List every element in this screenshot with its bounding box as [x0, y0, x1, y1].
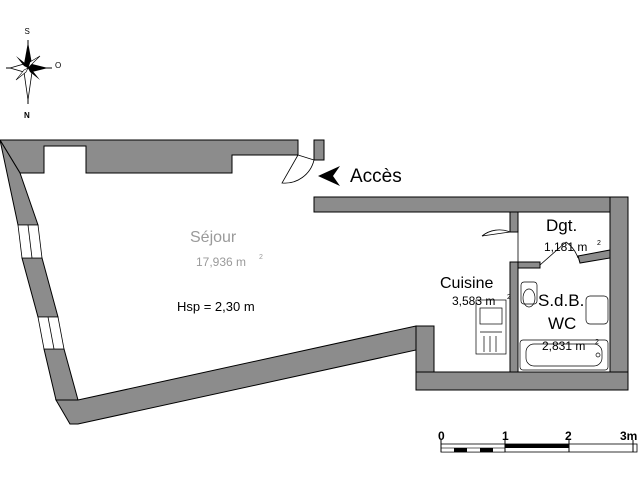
wall-bottom-diagonal: [55, 325, 417, 425]
room-dgt-area-exp: 2: [597, 240, 601, 247]
scale-label-1: 1: [502, 429, 509, 443]
kitchen-door: [481, 229, 519, 262]
wall-dgt-left: [517, 261, 541, 269]
toilet-tank: [520, 281, 538, 305]
wall-sejour-right-bottom: [415, 325, 435, 373]
entrance-door: [281, 154, 315, 184]
scale-bar: 0 1 2 3m: [438, 429, 638, 453]
wall-partition-top: [509, 211, 519, 233]
room-cuisine-area: 3,583 m: [452, 294, 495, 308]
kitchen-counter: [475, 299, 507, 355]
room-sdb-name-1: S.d.B.: [538, 291, 584, 310]
wall-dgt-right: [577, 249, 611, 264]
room-sdb: S.d.B. WC 2,831 m 2: [538, 291, 599, 353]
room-sejour-area: 17,936 m: [196, 255, 246, 269]
room-sdb-area: 2,831 m: [542, 339, 585, 353]
room-dgt: Dgt. 1,181 m 2: [544, 216, 601, 254]
entrance-arrow-icon: [318, 166, 340, 186]
wall-top-left: [0, 139, 299, 174]
wall-bottom-right: [415, 371, 629, 391]
room-sejour: Séjour 17,936 m 2 Hsp = 2,30 m: [177, 229, 263, 314]
washbasin: [585, 295, 609, 325]
bath-door: [539, 241, 579, 266]
room-sdb-name-2: WC: [548, 314, 576, 333]
wall-entrance-right: [313, 139, 325, 161]
bath-fixtures: [519, 281, 609, 371]
scale-label-2: 2: [565, 429, 572, 443]
room-cuisine-area-exp: 2: [507, 294, 511, 301]
wall-left-3: [43, 348, 79, 401]
walls: [0, 139, 629, 425]
compass-label-n: N: [24, 111, 30, 120]
scale-label-3: 3m: [620, 429, 637, 443]
room-sejour-name: Séjour: [190, 229, 237, 246]
wall-left-2: [21, 257, 59, 318]
entrance-label: Accès: [350, 166, 402, 187]
room-sdb-area-exp: 2: [595, 339, 599, 346]
room-cuisine: Cuisine 3,583 m 2: [440, 275, 511, 308]
wall-partition-cuisine-sdb: [509, 261, 519, 373]
compass-rose: S O N: [6, 27, 61, 120]
wall-top-right: [313, 196, 617, 213]
compass-label-o: O: [55, 61, 61, 70]
room-sejour-area-exp: 2: [259, 254, 263, 261]
windows: [17, 224, 65, 350]
bathtub: [519, 339, 609, 371]
kitchen-fixtures: [475, 299, 507, 355]
room-dgt-name: Dgt.: [546, 216, 577, 235]
wall-right: [609, 196, 629, 391]
compass-point-s: [24, 42, 32, 68]
scale-label-0: 0: [438, 429, 445, 443]
kitchen-sink: [479, 307, 503, 325]
toilet-bowl: [522, 288, 536, 308]
room-sejour-height: Hsp = 2,30 m: [177, 299, 255, 314]
compass-label-s: S: [25, 27, 30, 36]
room-cuisine-name: Cuisine: [440, 275, 493, 292]
room-dgt-area: 1,181 m: [544, 240, 587, 254]
